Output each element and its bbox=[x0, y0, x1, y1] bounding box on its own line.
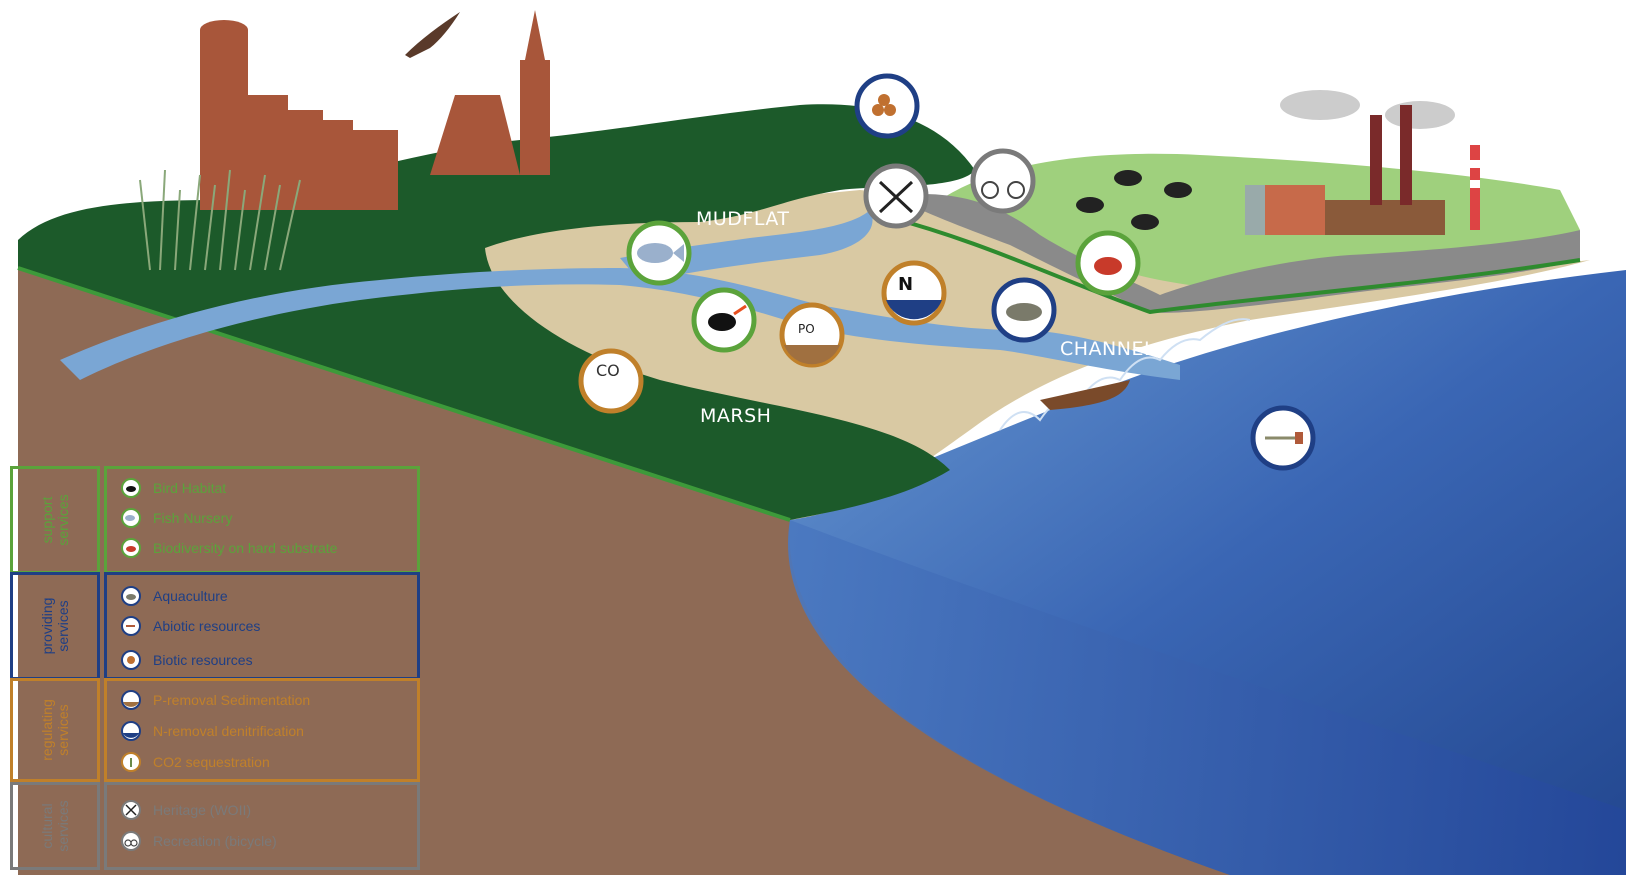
co2-icon: CO bbox=[578, 348, 644, 414]
svg-text:N: N bbox=[898, 274, 913, 295]
legend-category-providing: providing services bbox=[10, 572, 100, 680]
phosphate-icon bbox=[121, 690, 141, 710]
boat bbox=[1040, 380, 1130, 410]
legend-item: Bird Habitat bbox=[121, 477, 226, 499]
zone-label-channel: CHANNEL bbox=[1060, 338, 1156, 360]
nitrate-icon bbox=[121, 721, 141, 741]
mussel-icon bbox=[991, 277, 1057, 343]
legend-items-cultural: Heritage (WOII) Recreation (bicycle) bbox=[104, 782, 420, 870]
sword-icon bbox=[863, 163, 929, 229]
legend-item: Abiotic resources bbox=[121, 615, 260, 637]
phosphate-icon: PO bbox=[779, 302, 845, 368]
legend-item: Biotic resources bbox=[121, 649, 253, 671]
bicycle-icon bbox=[970, 148, 1036, 214]
crab-icon bbox=[1075, 230, 1141, 296]
crab-icon bbox=[121, 538, 141, 558]
bird-silhouette bbox=[405, 12, 460, 58]
fish-icon bbox=[121, 508, 141, 528]
legend-group-regulating: regulating services P-removal Sedimentat… bbox=[10, 678, 420, 782]
legend-item: Biodiversity on hard substrate bbox=[121, 537, 337, 559]
abiotic-resources-icon bbox=[1250, 405, 1316, 471]
legend-category-support: support services bbox=[10, 466, 100, 574]
legend-item: Heritage (WOII) bbox=[121, 799, 251, 821]
svg-text:PO: PO bbox=[798, 322, 815, 336]
legend-item: N-removal denitrification bbox=[121, 720, 304, 742]
wave-line bbox=[999, 318, 1251, 431]
legend-group-cultural: cultural services Heritage (WOII) Recrea… bbox=[10, 782, 420, 870]
factory bbox=[1245, 90, 1480, 235]
arrow-icon bbox=[121, 616, 141, 636]
sea-front bbox=[788, 520, 1626, 875]
legend-item: Aquaculture bbox=[121, 585, 228, 607]
marsh-edge bbox=[17, 266, 791, 522]
legend-category-cultural: cultural services bbox=[10, 782, 100, 870]
bird-icon bbox=[121, 478, 141, 498]
legend-items-support: Bird Habitat Fish Nursery Biodiversity o… bbox=[104, 466, 420, 574]
reeds bbox=[139, 169, 301, 271]
nitrate-icon: N bbox=[881, 260, 947, 326]
zone-label-mudflat: MUDFLAT bbox=[696, 208, 790, 230]
bicycle-icon bbox=[121, 831, 141, 851]
legend-group-support: support services Bird Habitat Fish Nurse… bbox=[10, 466, 420, 574]
sword-icon bbox=[121, 800, 141, 820]
oystercatcher-icon bbox=[691, 287, 757, 353]
dike-edge bbox=[879, 213, 1581, 315]
zone-label-marsh: MARSH bbox=[700, 405, 772, 427]
legend-group-providing: providing services Aquaculture Abiotic r… bbox=[10, 572, 420, 680]
fish-icon bbox=[626, 220, 692, 286]
legend-item: CO2 sequestration bbox=[121, 751, 270, 773]
svg-text:CO: CO bbox=[596, 361, 620, 380]
mussel-icon bbox=[121, 586, 141, 606]
cows bbox=[1076, 170, 1192, 230]
legend-item: Fish Nursery bbox=[121, 507, 232, 529]
legend-items-providing: Aquaculture Abiotic resources Biotic res… bbox=[104, 572, 420, 680]
legend-items-regulating: P-removal Sedimentation N-removal denitr… bbox=[104, 678, 420, 782]
river bbox=[60, 268, 1180, 380]
legend-item: Recreation (bicycle) bbox=[121, 830, 277, 852]
legend-item: P-removal Sedimentation bbox=[121, 689, 310, 711]
city-skyline bbox=[200, 10, 550, 210]
timber-icon bbox=[121, 650, 141, 670]
legend-category-regulating: regulating services bbox=[10, 678, 100, 782]
co2-icon bbox=[121, 752, 141, 772]
timber-icon bbox=[854, 73, 920, 139]
